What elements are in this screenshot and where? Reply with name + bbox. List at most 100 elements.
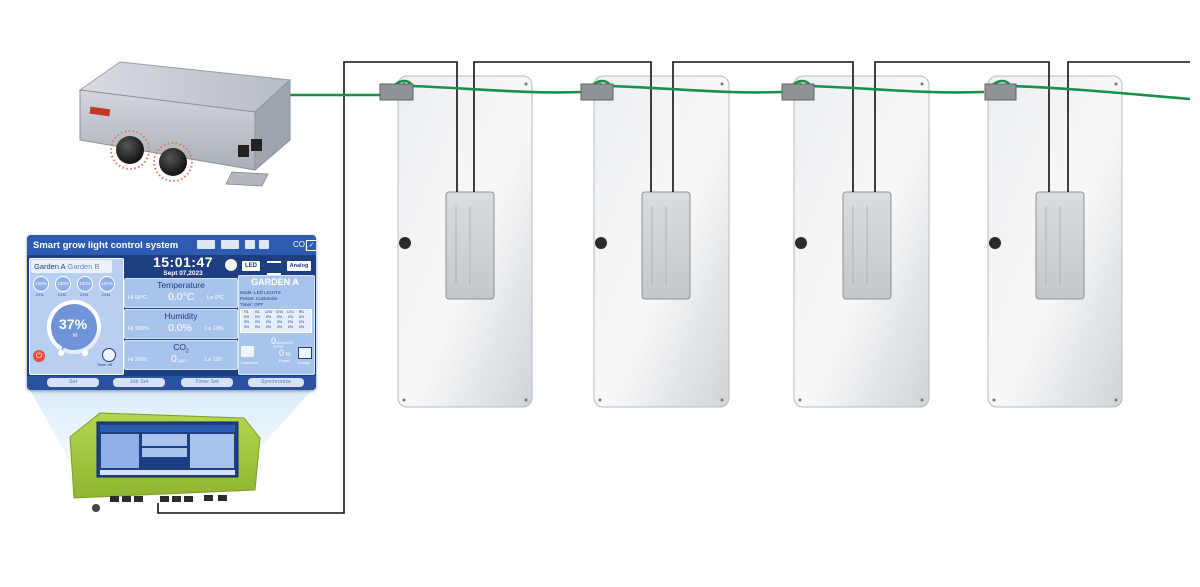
dial-mode: M (73, 333, 78, 339)
touchscreen-controller-device (69, 412, 261, 512)
power-icon[interactable]: ⏻ (33, 350, 45, 362)
customize-label: Customize (240, 361, 258, 365)
channel-cell: 0% (276, 315, 283, 319)
rj45-port-icon (238, 145, 249, 157)
data-cable-link-1 (473, 61, 652, 192)
channel-cell: 0% (298, 315, 305, 319)
led-fixture-4 (987, 75, 1123, 408)
screen-title: Smart grow light control system (33, 240, 179, 251)
data-cable-link-2 (672, 61, 854, 192)
ppfd-label: PPFD (273, 345, 284, 349)
table-row: 0% 0% 0% 0% 0% 0% (241, 315, 311, 320)
connector-icon (379, 83, 414, 101)
led-mode-button[interactable]: LED (242, 261, 260, 271)
channel-header: R1 (244, 310, 249, 314)
channel-cell: 0% (265, 325, 272, 329)
antenna-connector-icon (92, 504, 100, 512)
co2-hi: Hi 2000 (128, 357, 147, 363)
signal-cable (150, 79, 1191, 101)
humidity-lo: Lo 10% (205, 326, 224, 332)
dimmer-knob-icon (595, 237, 607, 249)
co2-lo: Lo 100 (205, 357, 222, 363)
connector-icon (781, 83, 815, 101)
channel-dial-label: CH1 (35, 292, 44, 297)
dial-percent: 37% (59, 316, 88, 332)
humidity-hi: Hi 100% (128, 326, 149, 332)
ppfd-readout: 0umol/m²s (271, 336, 293, 346)
channel-dial-label: CH4 (101, 292, 110, 297)
channel-dial[interactable]: 100% (99, 276, 115, 292)
channel-dial[interactable]: 100% (55, 276, 71, 292)
clock-date: Sept 07,2023 (163, 270, 203, 277)
rj45-port-icon (251, 139, 262, 151)
co2-title: CO2 (173, 342, 189, 355)
knob-icon (159, 148, 187, 176)
button-bar (27, 376, 316, 390)
temperature-value: 0.0°C (168, 291, 195, 303)
co2-card[interactable]: CO2 Hi 2000 0 ppm Lo 100 (124, 340, 238, 370)
humidity-value: 0.0% (168, 322, 192, 334)
channel-cell: 0% (254, 320, 261, 324)
network-icon (245, 240, 255, 249)
channel-header: B1 (255, 310, 260, 314)
led-fixture-2 (593, 75, 730, 408)
co2-value: 0 ppm (171, 353, 187, 365)
touchscreen-ui: Smart grow light control system CO2 ✓ Ga… (27, 235, 316, 390)
analog-mode-button[interactable]: Analog (287, 261, 311, 271)
garden-name: GARDEN A (251, 277, 299, 287)
storage-label: Storage (297, 361, 311, 365)
data-cable-link-3 (874, 61, 1050, 192)
data-cable-out (1067, 61, 1190, 192)
humidity-card[interactable]: Humidity Hi 100% 0.0% Lo 10% (124, 309, 238, 339)
channel-header: CH4 (275, 310, 284, 314)
knob-icon (116, 136, 144, 164)
checkbox-icon[interactable]: ✓ (306, 240, 316, 251)
power-label: Power (279, 359, 290, 363)
lightbulb-icon[interactable] (225, 259, 237, 271)
channel-dial[interactable]: 100% (33, 276, 49, 292)
channel-cell: 0% (265, 320, 272, 324)
table-row: 0% 0% 0% 0% 0% 0% (241, 320, 311, 325)
preset-line: Preset: Customize (240, 296, 278, 301)
channel-cell: 0% (287, 315, 294, 319)
grow-light-icon[interactable] (267, 261, 281, 275)
humidity-title: Humidity (164, 311, 198, 321)
folder-icon[interactable] (298, 347, 312, 359)
channel-cell: 0% (298, 320, 305, 324)
temperature-card[interactable]: Temperature Hi 99°C 0.0°C Lo 0°C (124, 278, 238, 308)
temperature-title: Temperature (157, 280, 205, 290)
dimmer-knob-icon (399, 237, 411, 249)
channel-dial-label: CH2 (57, 292, 66, 297)
led-fixture-3 (793, 75, 930, 408)
channel-header: UV1 (287, 310, 294, 314)
timer-label: Timer off (97, 363, 112, 367)
connector-icon (984, 83, 1017, 101)
clock-time: 15:01:47 (152, 254, 214, 270)
camera-icon[interactable] (241, 346, 254, 357)
timer-line: Timer: OFF (240, 302, 264, 307)
channel-cell: 0% (254, 325, 261, 329)
data-cable-main (157, 61, 458, 514)
job-set-button[interactable]: Job Set (113, 378, 165, 387)
alarm-clock-icon[interactable] (102, 348, 116, 362)
temperature-lo: Lo 0°C (207, 295, 224, 301)
channel-cell: 0% (265, 315, 272, 319)
mode-line: Mode: LED LIGHTS (240, 290, 281, 295)
channel-cell: 0% (298, 325, 305, 329)
channel-table: R1 B1 CH3 CH4 UV1 IR1 0% 0% 0% 0% 0% 0% … (240, 309, 312, 333)
title-bar (27, 235, 316, 255)
battery-icon (197, 240, 215, 249)
channel-cell: 0% (254, 315, 261, 319)
synchronize-button[interactable]: Synchronize (248, 378, 304, 387)
garden-selector[interactable]: Garden A Garden B (31, 260, 112, 273)
clock: 15:01:47 Sept 07,2023 (127, 255, 239, 278)
channel-dial[interactable]: 100% (77, 276, 93, 292)
dimmer-knob-icon (989, 237, 1001, 249)
thermometer-icon (259, 240, 269, 249)
dimmer-controller-box (78, 61, 292, 187)
timer-set-button[interactable]: Timer Set (181, 378, 233, 387)
battery-icon (221, 240, 239, 249)
set-button[interactable]: Set (47, 378, 99, 387)
master-dimmer-dial[interactable] (39, 297, 109, 361)
